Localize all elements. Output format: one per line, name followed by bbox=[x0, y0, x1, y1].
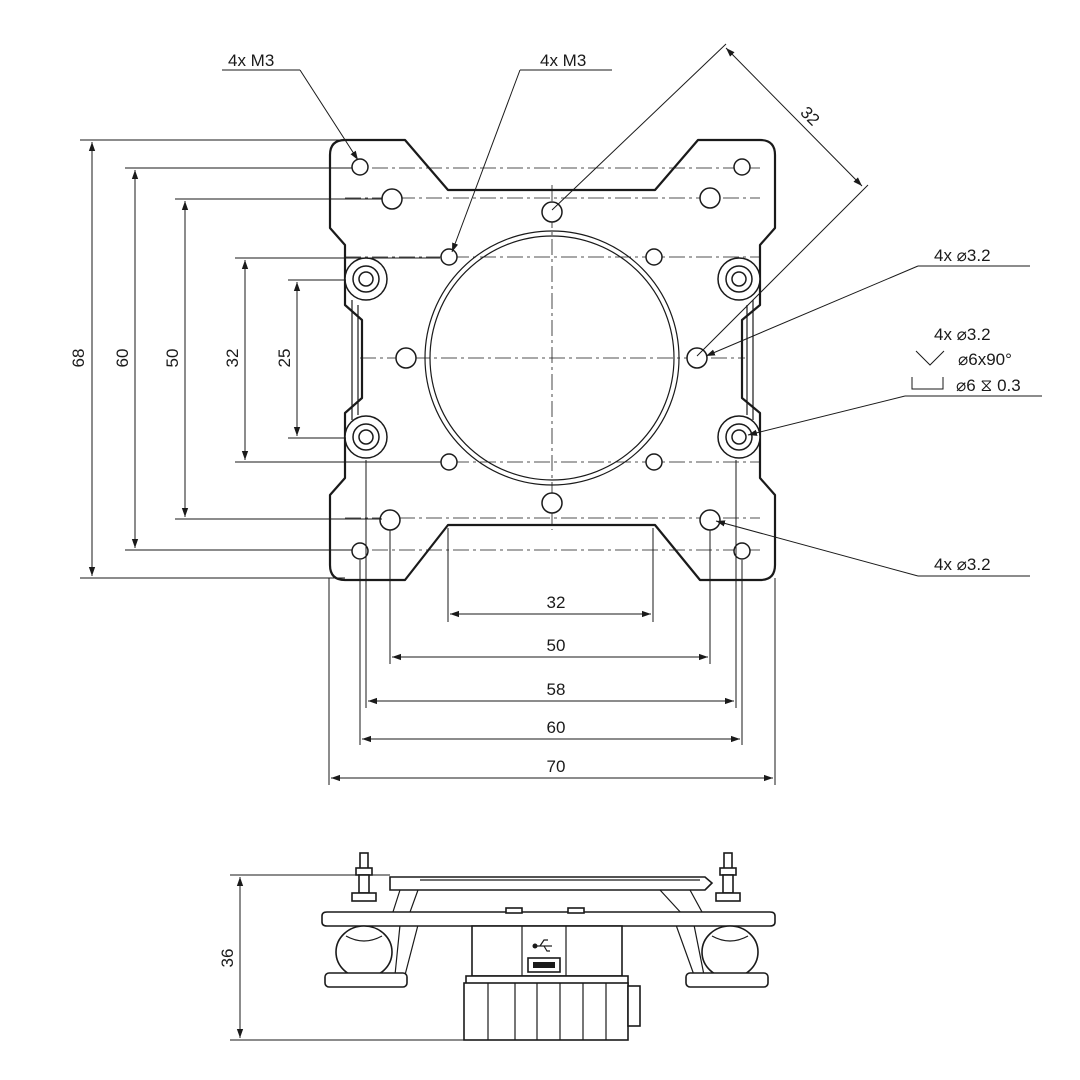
corner-hole bbox=[351, 542, 369, 560]
left-damper-foot bbox=[324, 972, 408, 988]
countersunk-hole bbox=[344, 415, 388, 459]
right-standoff-pin bbox=[715, 852, 741, 902]
left-bracket bbox=[391, 889, 419, 976]
m3-hole bbox=[440, 248, 458, 266]
left-standoff-pin bbox=[351, 852, 377, 902]
lens-side-tab bbox=[627, 985, 641, 1027]
right-bracket bbox=[659, 889, 705, 976]
callout-m3-right: 4x M3 bbox=[540, 51, 586, 70]
callout-countersink-size: ⌀6x90° bbox=[958, 350, 1012, 369]
dim-label-50h: 50 bbox=[547, 636, 566, 655]
callout-hole-upper: 4x ⌀3.2 bbox=[934, 246, 991, 265]
dim-label-32h: 32 bbox=[547, 593, 566, 612]
corner-hole bbox=[351, 158, 369, 176]
dim-label-60h: 60 bbox=[547, 718, 566, 737]
plate-connector bbox=[567, 907, 585, 914]
lower-plate bbox=[321, 911, 776, 927]
callout-hole-lower: 4x ⌀3.2 bbox=[934, 555, 991, 574]
vertical-dimensions: 68 60 50 32 25 bbox=[69, 139, 440, 579]
plate-connector bbox=[505, 907, 523, 914]
mount-hole bbox=[699, 187, 721, 209]
countersink-symbol bbox=[915, 350, 945, 366]
right-damper-ball bbox=[701, 925, 759, 979]
mount-hole bbox=[699, 509, 721, 531]
countersunk-hole bbox=[717, 257, 761, 301]
dim-label-60: 60 bbox=[113, 349, 132, 368]
side-view: 36 bbox=[218, 852, 776, 1041]
m3-hole bbox=[645, 453, 663, 471]
counterbore-symbol bbox=[911, 377, 944, 390]
dim-label-32v: 32 bbox=[223, 349, 242, 368]
top-view bbox=[328, 138, 777, 582]
left-side-rail bbox=[351, 300, 359, 420]
center-bore-inner bbox=[429, 235, 675, 481]
countersunk-hole bbox=[344, 257, 388, 301]
mount-hole bbox=[541, 492, 563, 514]
top-plate bbox=[389, 876, 714, 891]
mount-hole bbox=[381, 188, 403, 210]
callout-m3-left: 4x M3 bbox=[228, 51, 274, 70]
center-bore-outer bbox=[424, 230, 680, 486]
right-damper-foot bbox=[685, 972, 769, 988]
dim-label-25: 25 bbox=[275, 349, 294, 368]
dim-line-diagonal bbox=[725, 47, 863, 187]
mount-hole bbox=[686, 347, 708, 369]
callout-counterbore: ⌀6 ⧖ 0.3 bbox=[956, 376, 1021, 395]
mount-hole bbox=[395, 347, 417, 369]
callouts: 4x M3 4x M3 4x ⌀3.2 4x ⌀3.2 ⌀6x90° ⌀6 ⧖ … bbox=[222, 51, 1042, 577]
mount-hole bbox=[379, 509, 401, 531]
dim-label-diagonal: 32 bbox=[796, 103, 823, 130]
m3-hole bbox=[440, 453, 458, 471]
left-damper-ball bbox=[335, 925, 393, 979]
countersunk-hole bbox=[717, 415, 761, 459]
dim-label-70: 70 bbox=[547, 757, 566, 776]
callout-countersink-qty: 4x ⌀3.2 bbox=[934, 325, 991, 344]
horizontal-dimensions: 32 50 58 60 70 bbox=[328, 460, 776, 785]
dim-label-58: 58 bbox=[547, 680, 566, 699]
m3-hole bbox=[645, 248, 663, 266]
corner-hole bbox=[733, 158, 751, 176]
corner-hole bbox=[733, 542, 751, 560]
mount-hole bbox=[541, 201, 563, 223]
dim-label-50: 50 bbox=[163, 349, 182, 368]
dim-label-68: 68 bbox=[69, 349, 88, 368]
dim-label-36: 36 bbox=[218, 949, 237, 968]
usb-icon bbox=[532, 939, 552, 952]
right-side-rail bbox=[746, 300, 754, 420]
